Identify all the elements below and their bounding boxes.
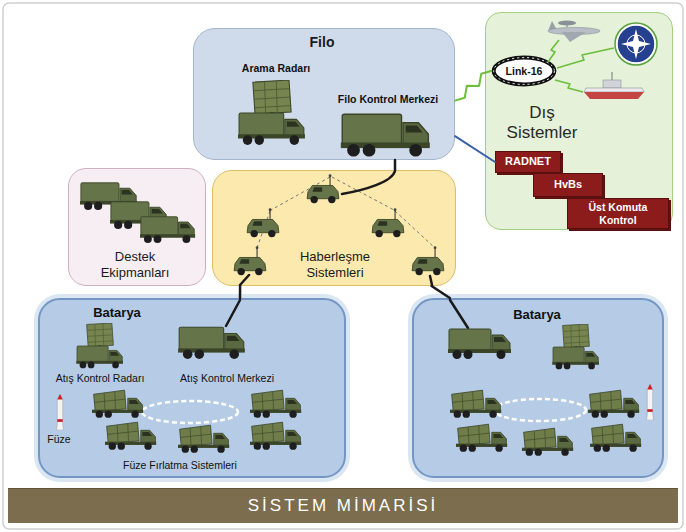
fire-control-radar bbox=[552, 324, 599, 369]
aircraft-tail bbox=[548, 21, 557, 31]
link-ring: Link-16 bbox=[491, 55, 557, 87]
emblem-inner-ring bbox=[627, 35, 645, 53]
emblem-disc bbox=[617, 25, 655, 63]
ring-label: Link-16 bbox=[506, 65, 543, 78]
support-panel: Destek Ekipmanları bbox=[68, 168, 206, 286]
label-holder: Atış Kontrol Radarı bbox=[40, 372, 160, 385]
fire-control-radar bbox=[76, 323, 123, 368]
ring-outer bbox=[494, 58, 555, 85]
support-truck bbox=[80, 183, 137, 210]
part-label: Füze bbox=[40, 433, 78, 446]
aircraft-fuselage bbox=[548, 27, 600, 34]
red-box: HvBs bbox=[533, 173, 603, 197]
radio-links bbox=[257, 177, 435, 248]
label-holder: Füze Fırlatma Sistemleri bbox=[80, 459, 280, 472]
box-label: HvBs bbox=[554, 178, 582, 191]
caption-band: SİSTEM MİMARİSİ bbox=[8, 488, 678, 523]
search-radar-vehicle bbox=[238, 80, 305, 145]
launcher-vehicle bbox=[92, 390, 143, 418]
cable bbox=[240, 171, 432, 285]
comms-vehicle bbox=[307, 174, 339, 203]
cable bbox=[450, 300, 468, 328]
launcher-ring bbox=[494, 399, 586, 421]
awacs-aircraft bbox=[548, 21, 600, 42]
box-label: Üst Komuta Kontrol bbox=[573, 201, 663, 226]
aircraft-wing bbox=[562, 32, 586, 42]
emblem-star bbox=[621, 29, 651, 59]
aircraft-strut bbox=[566, 24, 567, 27]
ring-inner bbox=[494, 58, 555, 85]
part-label: Filo Kontrol Merkezi bbox=[326, 93, 450, 106]
external-systems-panel: Dış Sistemler Link-16RADNETHvBsÜst Komuta… bbox=[485, 12, 673, 230]
fire-control-center bbox=[448, 329, 511, 359]
launcher-vehicle bbox=[250, 422, 301, 450]
datalink-lightning bbox=[548, 40, 614, 92]
comms-vehicle bbox=[247, 208, 279, 237]
panel-heading: Batarya bbox=[502, 307, 572, 323]
launcher-vehicle bbox=[456, 424, 507, 452]
part-label: Atış Kontrol Merkezi bbox=[162, 372, 292, 385]
battery-panel: Batarya bbox=[412, 298, 664, 478]
launcher-vehicle bbox=[588, 390, 639, 418]
comms-vehicle bbox=[412, 246, 444, 275]
label-holder: Füze bbox=[40, 433, 78, 446]
panel-heading: Haberleşme Sistemleri bbox=[285, 249, 385, 280]
aircraft-rotodome bbox=[558, 21, 576, 26]
part-label: Arama Radarı bbox=[226, 62, 326, 75]
panel-heading: Destek Ekipmanları bbox=[79, 249, 191, 280]
part-label: Füze Fırlatma Sistemleri bbox=[80, 459, 280, 472]
red-box: Üst Komuta Kontrol bbox=[567, 198, 669, 229]
panel-heading: Batarya bbox=[82, 305, 152, 321]
control-center-truck bbox=[341, 114, 430, 156]
box-label: RADNET bbox=[505, 155, 551, 168]
label-holder: Atış Kontrol Merkezi bbox=[162, 372, 292, 385]
panel-heading: Dış Sistemler bbox=[494, 103, 590, 144]
comms-vehicle bbox=[372, 208, 404, 237]
launcher-vehicle bbox=[250, 390, 301, 418]
battery-panel: Batarya bbox=[38, 298, 346, 478]
launcher-vehicle bbox=[105, 422, 156, 450]
network-connector bbox=[455, 136, 495, 162]
nato-emblem bbox=[615, 23, 657, 65]
cable-connector bbox=[432, 286, 450, 298]
part-label: Atış Kontrol Radarı bbox=[40, 372, 160, 385]
launcher-ring bbox=[142, 401, 238, 423]
missile bbox=[56, 394, 63, 430]
ship-deck bbox=[584, 88, 644, 92]
fire-control-center bbox=[178, 327, 245, 359]
cable-connector bbox=[239, 286, 242, 298]
missile bbox=[646, 384, 653, 420]
support-truck bbox=[140, 217, 195, 243]
panel-heading: Filo bbox=[194, 34, 450, 51]
red-box: RADNET bbox=[495, 151, 561, 173]
launcher-vehicle bbox=[590, 424, 641, 452]
outer-frame bbox=[3, 3, 683, 529]
support-truck bbox=[110, 202, 167, 229]
launcher-vehicle bbox=[450, 390, 501, 418]
ship-superstructure bbox=[603, 80, 621, 88]
ship-mast bbox=[612, 72, 613, 80]
cable-connector bbox=[394, 160, 397, 170]
comms-vehicle bbox=[234, 246, 266, 275]
label-holder: Filo Kontrol Merkezi bbox=[326, 93, 450, 106]
label-holder: Arama Radarı bbox=[226, 62, 326, 75]
caption: SİSTEM MİMARİSİ bbox=[248, 496, 438, 516]
launcher-vehicle bbox=[522, 428, 573, 456]
ship-hull bbox=[584, 92, 644, 99]
datalink-connector bbox=[455, 71, 491, 101]
cable bbox=[226, 300, 240, 326]
emblem-ring bbox=[615, 23, 657, 65]
ship bbox=[584, 72, 644, 99]
launcher-vehicle bbox=[178, 425, 229, 453]
comms-panel: Haberleşme Sistemleri bbox=[212, 170, 456, 286]
